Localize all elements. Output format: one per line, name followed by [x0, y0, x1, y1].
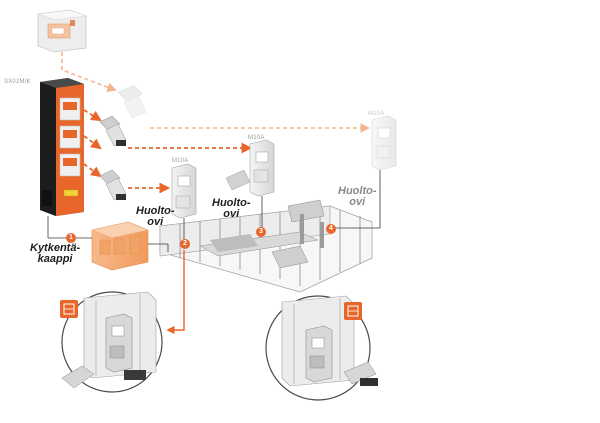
connection-arrow-1 — [83, 109, 102, 122]
door-symbol-icon — [60, 300, 78, 318]
key-icon — [99, 115, 127, 147]
key-icon — [99, 169, 127, 201]
m10a-module-1 — [171, 163, 197, 219]
module-3-label: M10A — [368, 111, 385, 117]
key-icon — [117, 85, 147, 119]
connection-arrow-2 — [83, 135, 102, 150]
door-label-1: Huolto- ovi — [136, 205, 175, 228]
m10a-module-3 — [371, 115, 397, 171]
marker-4: 4 — [326, 224, 336, 234]
door-label-2: Huolto- ovi — [212, 197, 251, 220]
cabinet-label: Kytkentä- kaappi — [30, 242, 81, 265]
marker-1: 1 — [66, 233, 76, 243]
door-symbol-icon — [344, 302, 362, 320]
faded-connection-arrow — [61, 52, 117, 92]
top-switch-unit — [37, 9, 87, 53]
connection-arrow-3 — [83, 163, 102, 178]
switch-model-label: SX02M/K — [4, 79, 31, 85]
marker-3: 3 — [256, 227, 266, 237]
module-1-label: M10A — [172, 158, 189, 164]
m10a-module-2 — [225, 139, 275, 197]
marker-2: 2 — [180, 239, 190, 249]
detail-view-left — [61, 291, 163, 393]
main-switch-column — [40, 78, 84, 216]
detail-view-right — [265, 295, 378, 401]
control-cabinet — [91, 221, 149, 271]
module-2-label: M10A — [248, 135, 265, 141]
door-label-3: Huolto- ovi — [338, 185, 377, 208]
detail-pointer — [166, 250, 185, 335]
machine-enclosure — [159, 199, 373, 293]
